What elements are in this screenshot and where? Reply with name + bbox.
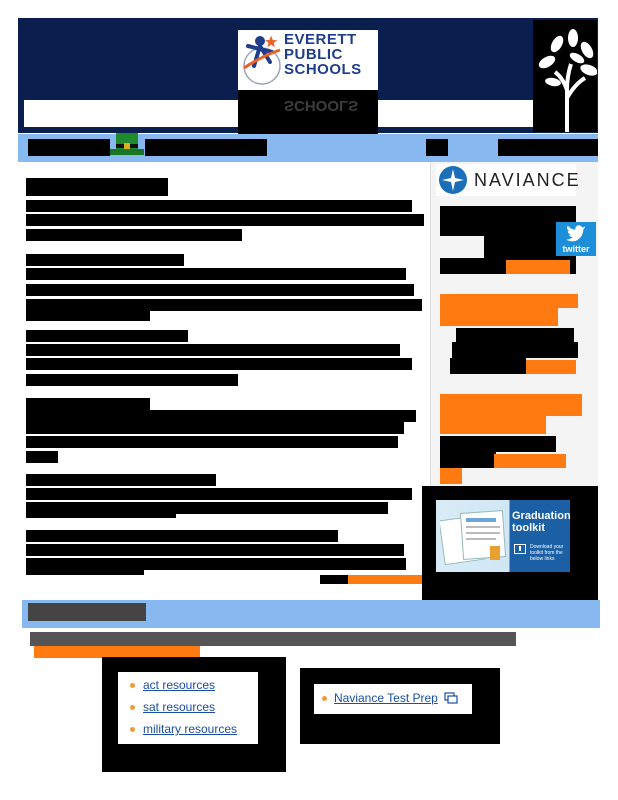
article-heading	[26, 474, 216, 486]
list-item[interactable]: act resources	[130, 678, 215, 692]
naviance-star-icon	[439, 166, 467, 194]
article-text	[26, 358, 412, 370]
sidebar-text	[440, 452, 496, 468]
twitter-accent	[506, 260, 570, 274]
article-text	[26, 436, 398, 448]
article-text	[26, 374, 238, 386]
resources-accent	[34, 646, 200, 658]
article-text	[26, 299, 422, 311]
list-item[interactable]: sat resources	[130, 700, 215, 714]
bullet-icon	[130, 705, 135, 710]
article-heading	[26, 398, 150, 410]
district-logo[interactable]: EVERETT PUBLIC SCHOOLS	[238, 30, 378, 90]
naviance-logo[interactable]: NAVIANCE	[436, 164, 579, 196]
article-heading	[26, 254, 184, 266]
article-text	[26, 530, 338, 542]
sidebar-banner	[440, 308, 558, 326]
sidebar-text	[452, 342, 578, 358]
article-text	[26, 229, 242, 241]
test-prep-box: Naviance Test Prep	[314, 684, 472, 714]
nav-item-3[interactable]	[426, 139, 448, 156]
sidebar-text	[456, 328, 574, 342]
list-item[interactable]: military resources	[130, 722, 237, 736]
article-text	[26, 451, 58, 463]
bullet-icon	[130, 727, 135, 732]
external-window-icon[interactable]	[444, 692, 458, 704]
toolkit-subtitle: Download your toolkit from the below lin…	[530, 544, 564, 562]
article-text	[26, 284, 414, 296]
graduation-toolkit-banner[interactable]: Graduation toolkit Download your toolkit…	[436, 500, 571, 572]
article-text	[26, 422, 404, 434]
toolkit-title: Graduation toolkit	[512, 510, 571, 534]
article-text	[26, 488, 412, 500]
twitter-badge[interactable]: twitter	[556, 222, 596, 256]
article-text	[26, 344, 400, 356]
article-heading	[26, 178, 168, 196]
article-text	[26, 544, 404, 556]
nav-item-4[interactable]	[498, 139, 598, 156]
resources-heading	[28, 603, 146, 621]
article-heading	[26, 330, 188, 342]
download-icon	[514, 544, 526, 554]
sidebar-link[interactable]	[440, 468, 462, 484]
article-text	[26, 214, 424, 226]
article-text	[26, 563, 144, 575]
twitter-widget-gap	[440, 236, 484, 258]
article-text	[26, 309, 150, 321]
nav-item-2[interactable]	[145, 139, 267, 156]
naviance-test-prep-link[interactable]: Naviance Test Prep	[334, 691, 438, 705]
nav-item-1[interactable]	[28, 139, 110, 156]
sidebar-banner	[440, 394, 582, 416]
sidebar-banner	[440, 294, 578, 308]
read-more-link[interactable]	[320, 575, 348, 584]
resources-list: act resources sat resources military res…	[118, 672, 258, 744]
logo-wordmark: EVERETT PUBLIC SCHOOLS	[284, 31, 362, 78]
tree-icon	[538, 29, 598, 132]
bullet-icon	[130, 683, 135, 688]
leprechaun-hat-icon	[110, 131, 144, 159]
sidebar-link[interactable]	[494, 454, 566, 468]
article-text	[26, 268, 406, 280]
sidebar-banner	[440, 416, 546, 434]
logo-figure-icon	[243, 35, 281, 85]
article-text	[26, 506, 176, 518]
article-text	[26, 200, 412, 212]
read-more-accent	[348, 575, 422, 584]
twitter-bird-icon	[566, 225, 586, 242]
article-text	[26, 410, 416, 422]
sidebar-text	[440, 436, 556, 452]
sidebar-link[interactable]	[526, 360, 576, 374]
toolkit-documents-icon	[440, 510, 507, 566]
bullet-icon	[322, 696, 327, 701]
tree-graphic	[533, 20, 598, 132]
resources-subheading	[30, 632, 516, 646]
sidebar-text	[450, 358, 526, 374]
